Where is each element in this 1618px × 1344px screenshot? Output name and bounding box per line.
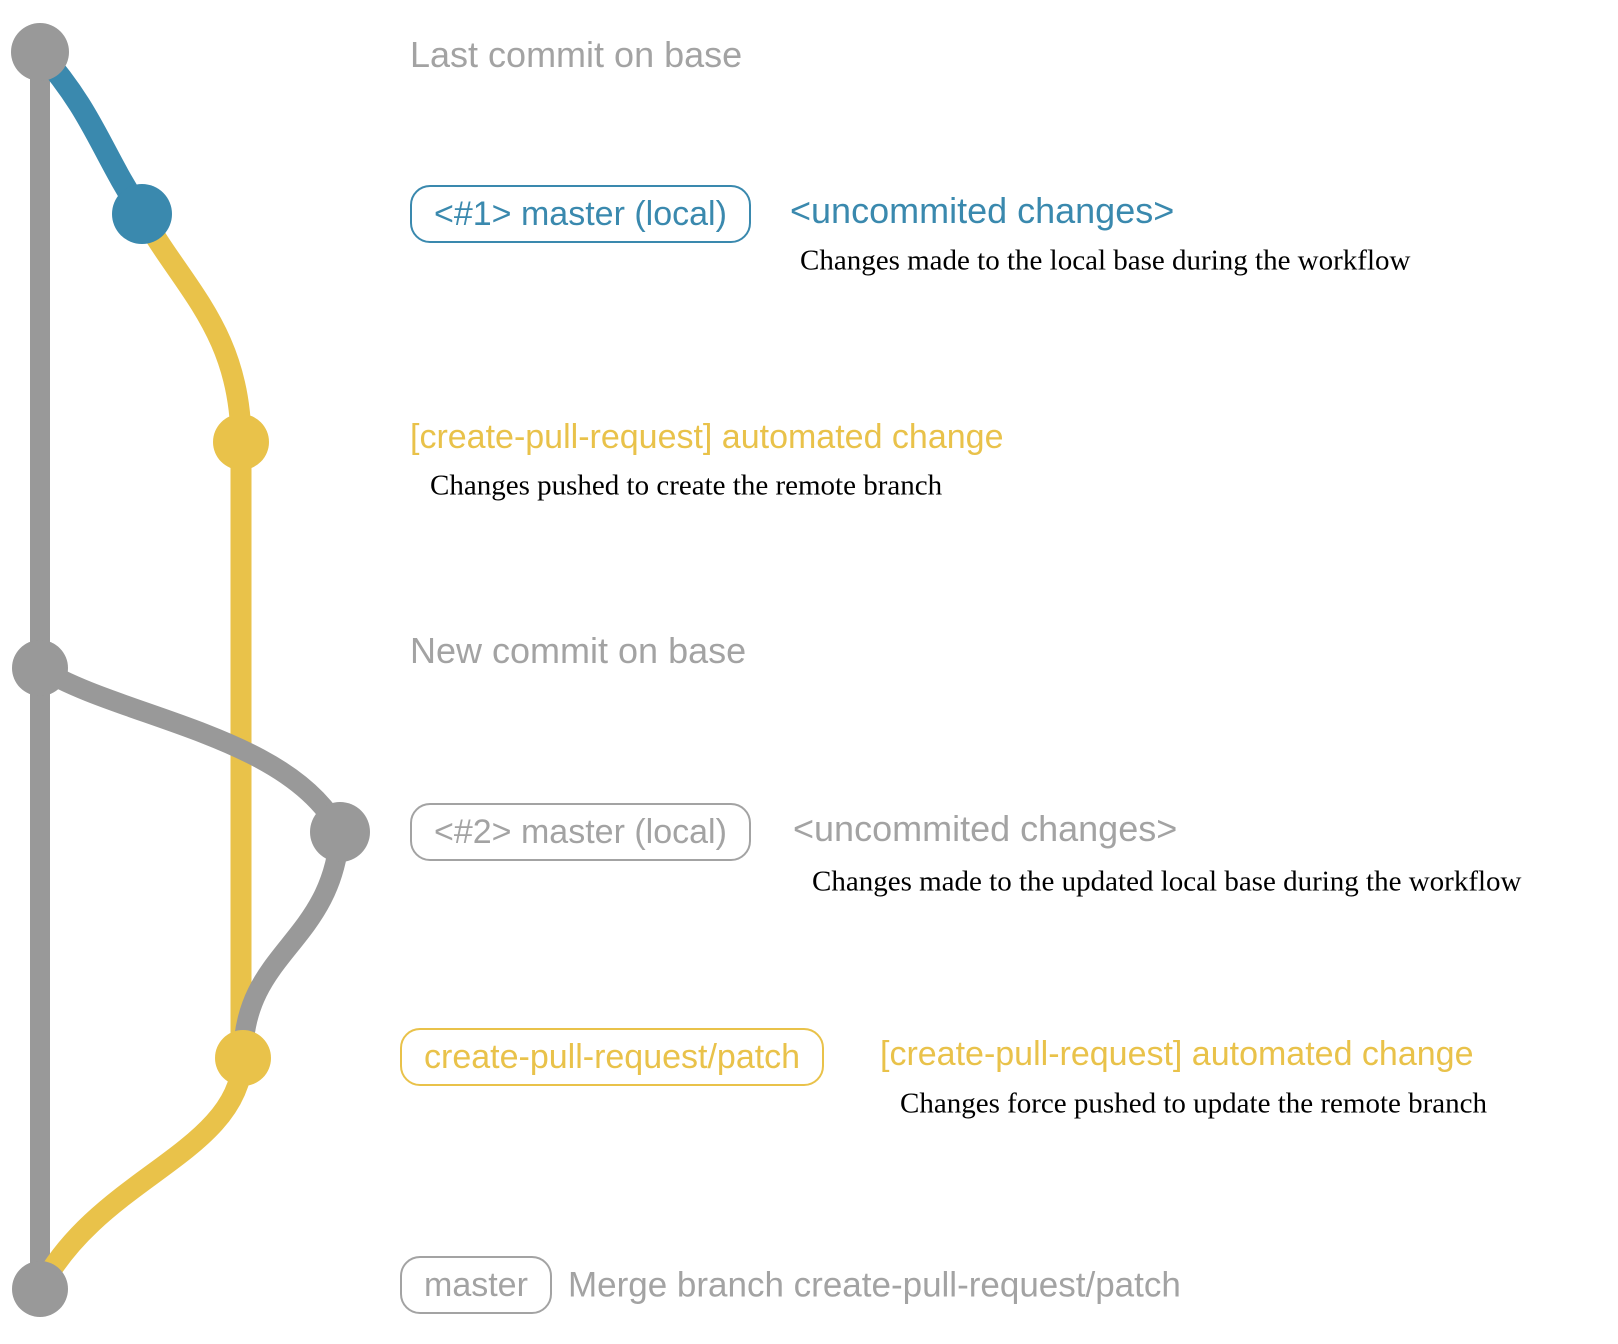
local-master-2-branch-curve [34,659,349,837]
uncommited-changes-2-note: Changes made to the updated local base d… [812,865,1522,898]
patch-branch-tag: create-pull-request/patch [400,1028,825,1086]
commit-dot-merge [12,1261,68,1317]
automated-change-2-note: Changes force pushed to update the remot… [900,1087,1488,1120]
local-master-1-tag-label: <#1> master (local) [434,194,727,233]
master-tag-label: master [424,1265,528,1304]
patch-branch-tag-label: create-pull-request/patch [424,1037,801,1076]
local-master-1-tag: <#1> master (local) [410,185,751,243]
commit-dot-local-1 [112,184,172,244]
automated-change-1-note: Changes pushed to create the remote bran… [430,469,943,502]
uncommited-changes-2-label: <uncommited changes> [793,808,1178,849]
force-push-curve [233,831,350,1059]
merge-branch-label: Merge branch create-pull-request/patch [568,1265,1181,1305]
master-tag: master [400,1256,552,1314]
uncommited-changes-1-note: Changes made to the local base during th… [800,244,1411,277]
last-commit-label: Last commit on base [410,34,743,75]
commit-dot-last-base [11,23,69,81]
commit-dot-new-base [12,640,68,696]
commit-dot-local-2 [310,802,370,862]
uncommited-changes-1-label: <uncommited changes> [790,190,1175,231]
patch-branch-out-curve [132,209,252,443]
automated-change-2-label: [create-pull-request] automated change [880,1035,1474,1073]
automated-change-1-label: [create-pull-request] automated change [410,418,1004,456]
commit-dot-patch-1 [213,414,269,470]
new-commit-label: New commit on base [410,630,747,671]
merge-curve [30,1056,254,1294]
commit-dot-patch-2 [215,1030,271,1086]
local-master-2-tag: <#2> master (local) [410,803,751,861]
local-master-2-tag-label: <#2> master (local) [434,812,727,851]
